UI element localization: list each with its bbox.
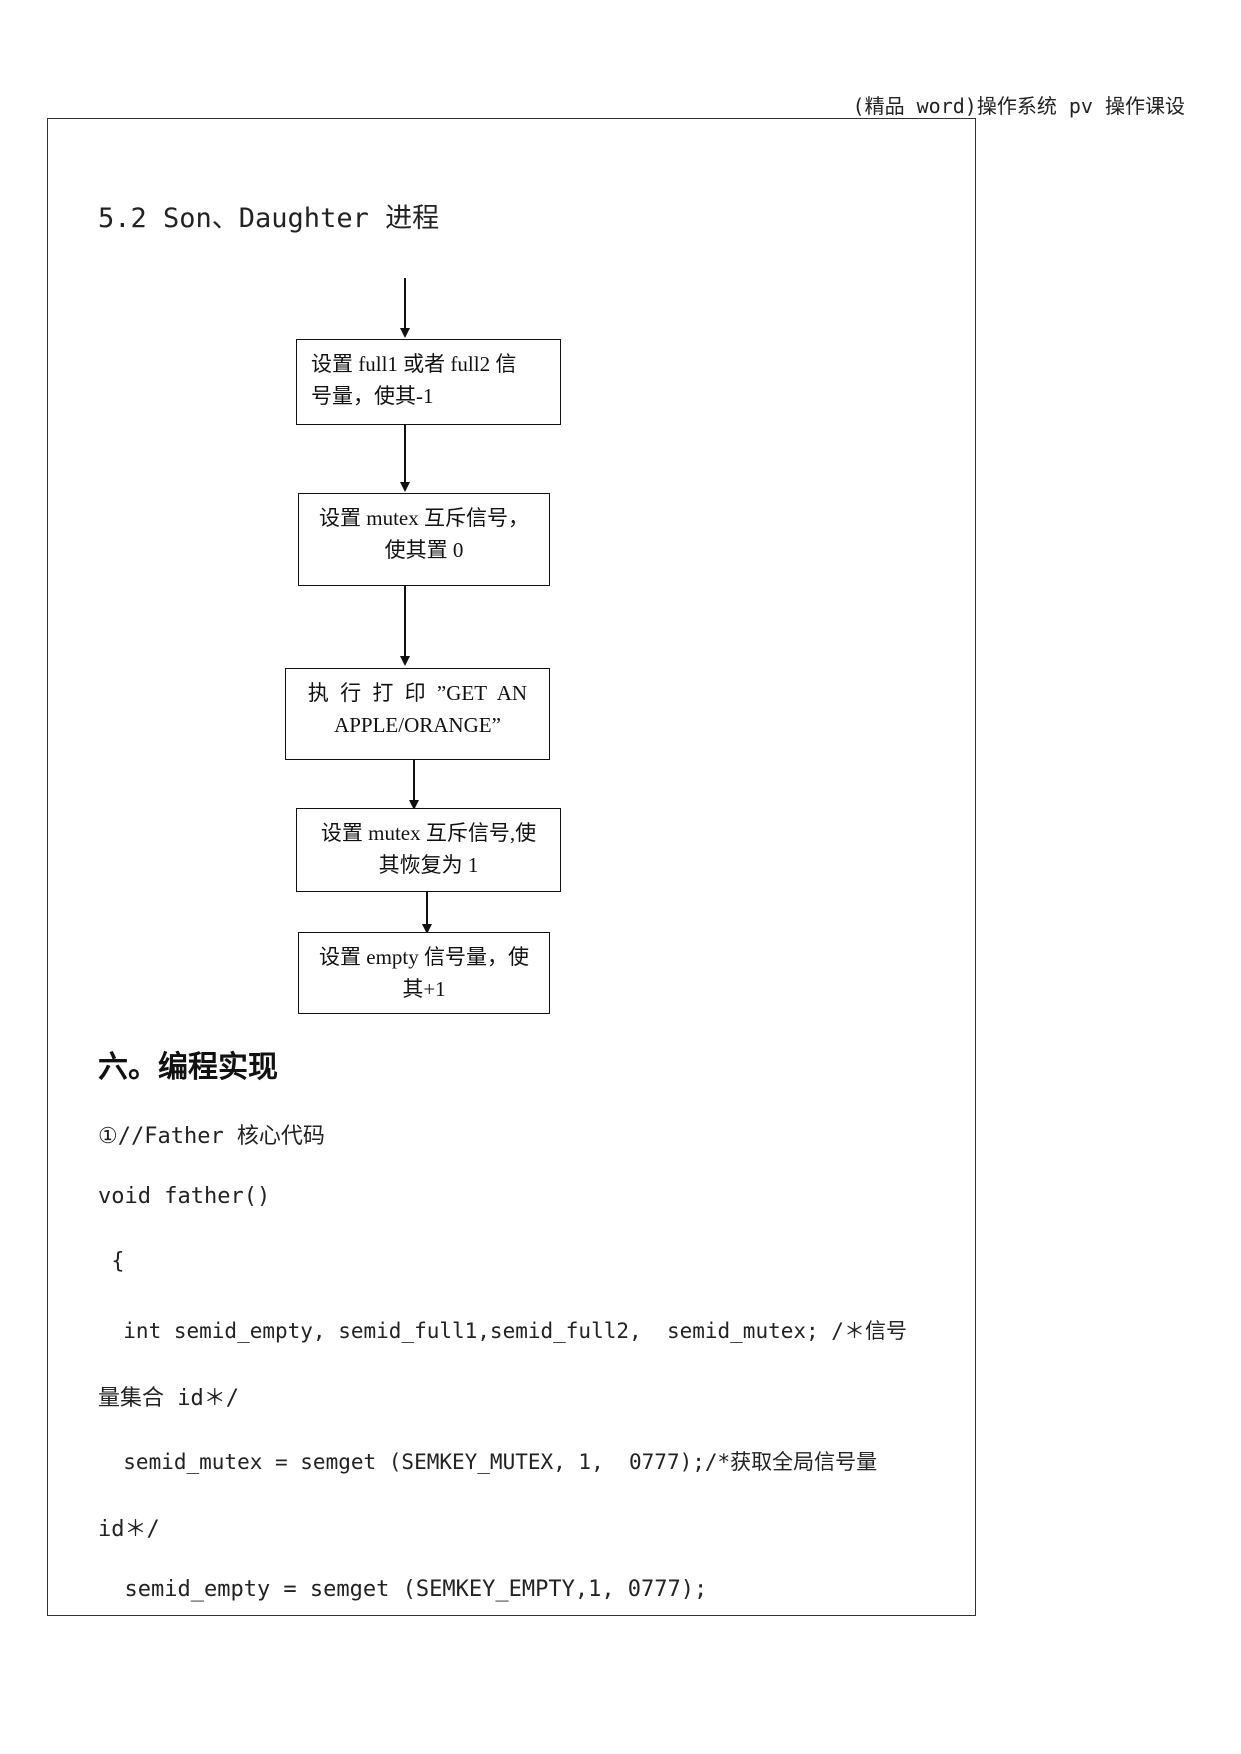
- code-line-5: 量集合 id＊/: [98, 1386, 239, 1411]
- flowchart-step-1: 设置 full1 或者 full2 信 号量，使其-1: [296, 339, 561, 425]
- section-title: 5.2 Son、Daughter 进程: [98, 203, 440, 234]
- code-line-4: int semid_empty, semid_full1,semid_full2…: [98, 1319, 907, 1343]
- flowchart-step-4: 设置 mutex 互斥信号,使 其恢复为 1: [296, 808, 561, 892]
- step-1-line-2: 号量，使其-1: [311, 384, 434, 408]
- step-2-line-2: 使其置 0: [384, 538, 464, 562]
- code-line-3: {: [98, 1249, 125, 1274]
- step-5-line-1: 设置 empty 信号量，使: [319, 945, 529, 969]
- page-header: (精品 word)操作系统 pv 操作课设: [852, 94, 1185, 118]
- step-4-line-2: 其恢复为 1: [378, 853, 479, 877]
- code-line-6: semid_mutex = semget (SEMKEY_MUTEX, 1, 0…: [98, 1450, 878, 1474]
- code-line-1: ①//Father 核心代码: [98, 1124, 325, 1149]
- code-line-7: id＊/: [98, 1517, 160, 1542]
- code-line-2: void father(): [98, 1184, 271, 1209]
- flowchart-step-2: 设置 mutex 互斥信号， 使其置 0: [298, 493, 550, 586]
- step-5-line-2: 其+1: [402, 977, 446, 1001]
- content-frame: [47, 118, 976, 1616]
- step-4-line-1: 设置 mutex 互斥信号,使: [320, 821, 537, 845]
- flowchart-step-3: 执 行 打 印 ”GET AN APPLE/ORANGE”: [285, 668, 550, 760]
- code-line-8: semid_empty = semget (SEMKEY_EMPTY,1, 07…: [98, 1577, 708, 1602]
- step-1-line-1: 设置 full1 或者 full2 信: [311, 352, 517, 376]
- programming-heading: 六。编程实现: [98, 1050, 278, 1085]
- flowchart-step-5: 设置 empty 信号量，使 其+1: [298, 932, 550, 1014]
- step-2-line-1: 设置 mutex 互斥信号，: [319, 506, 529, 530]
- step-3-line-2: APPLE/ORANGE”: [334, 713, 501, 737]
- step-3-line-1: 执 行 打 印 ”GET AN: [307, 681, 528, 705]
